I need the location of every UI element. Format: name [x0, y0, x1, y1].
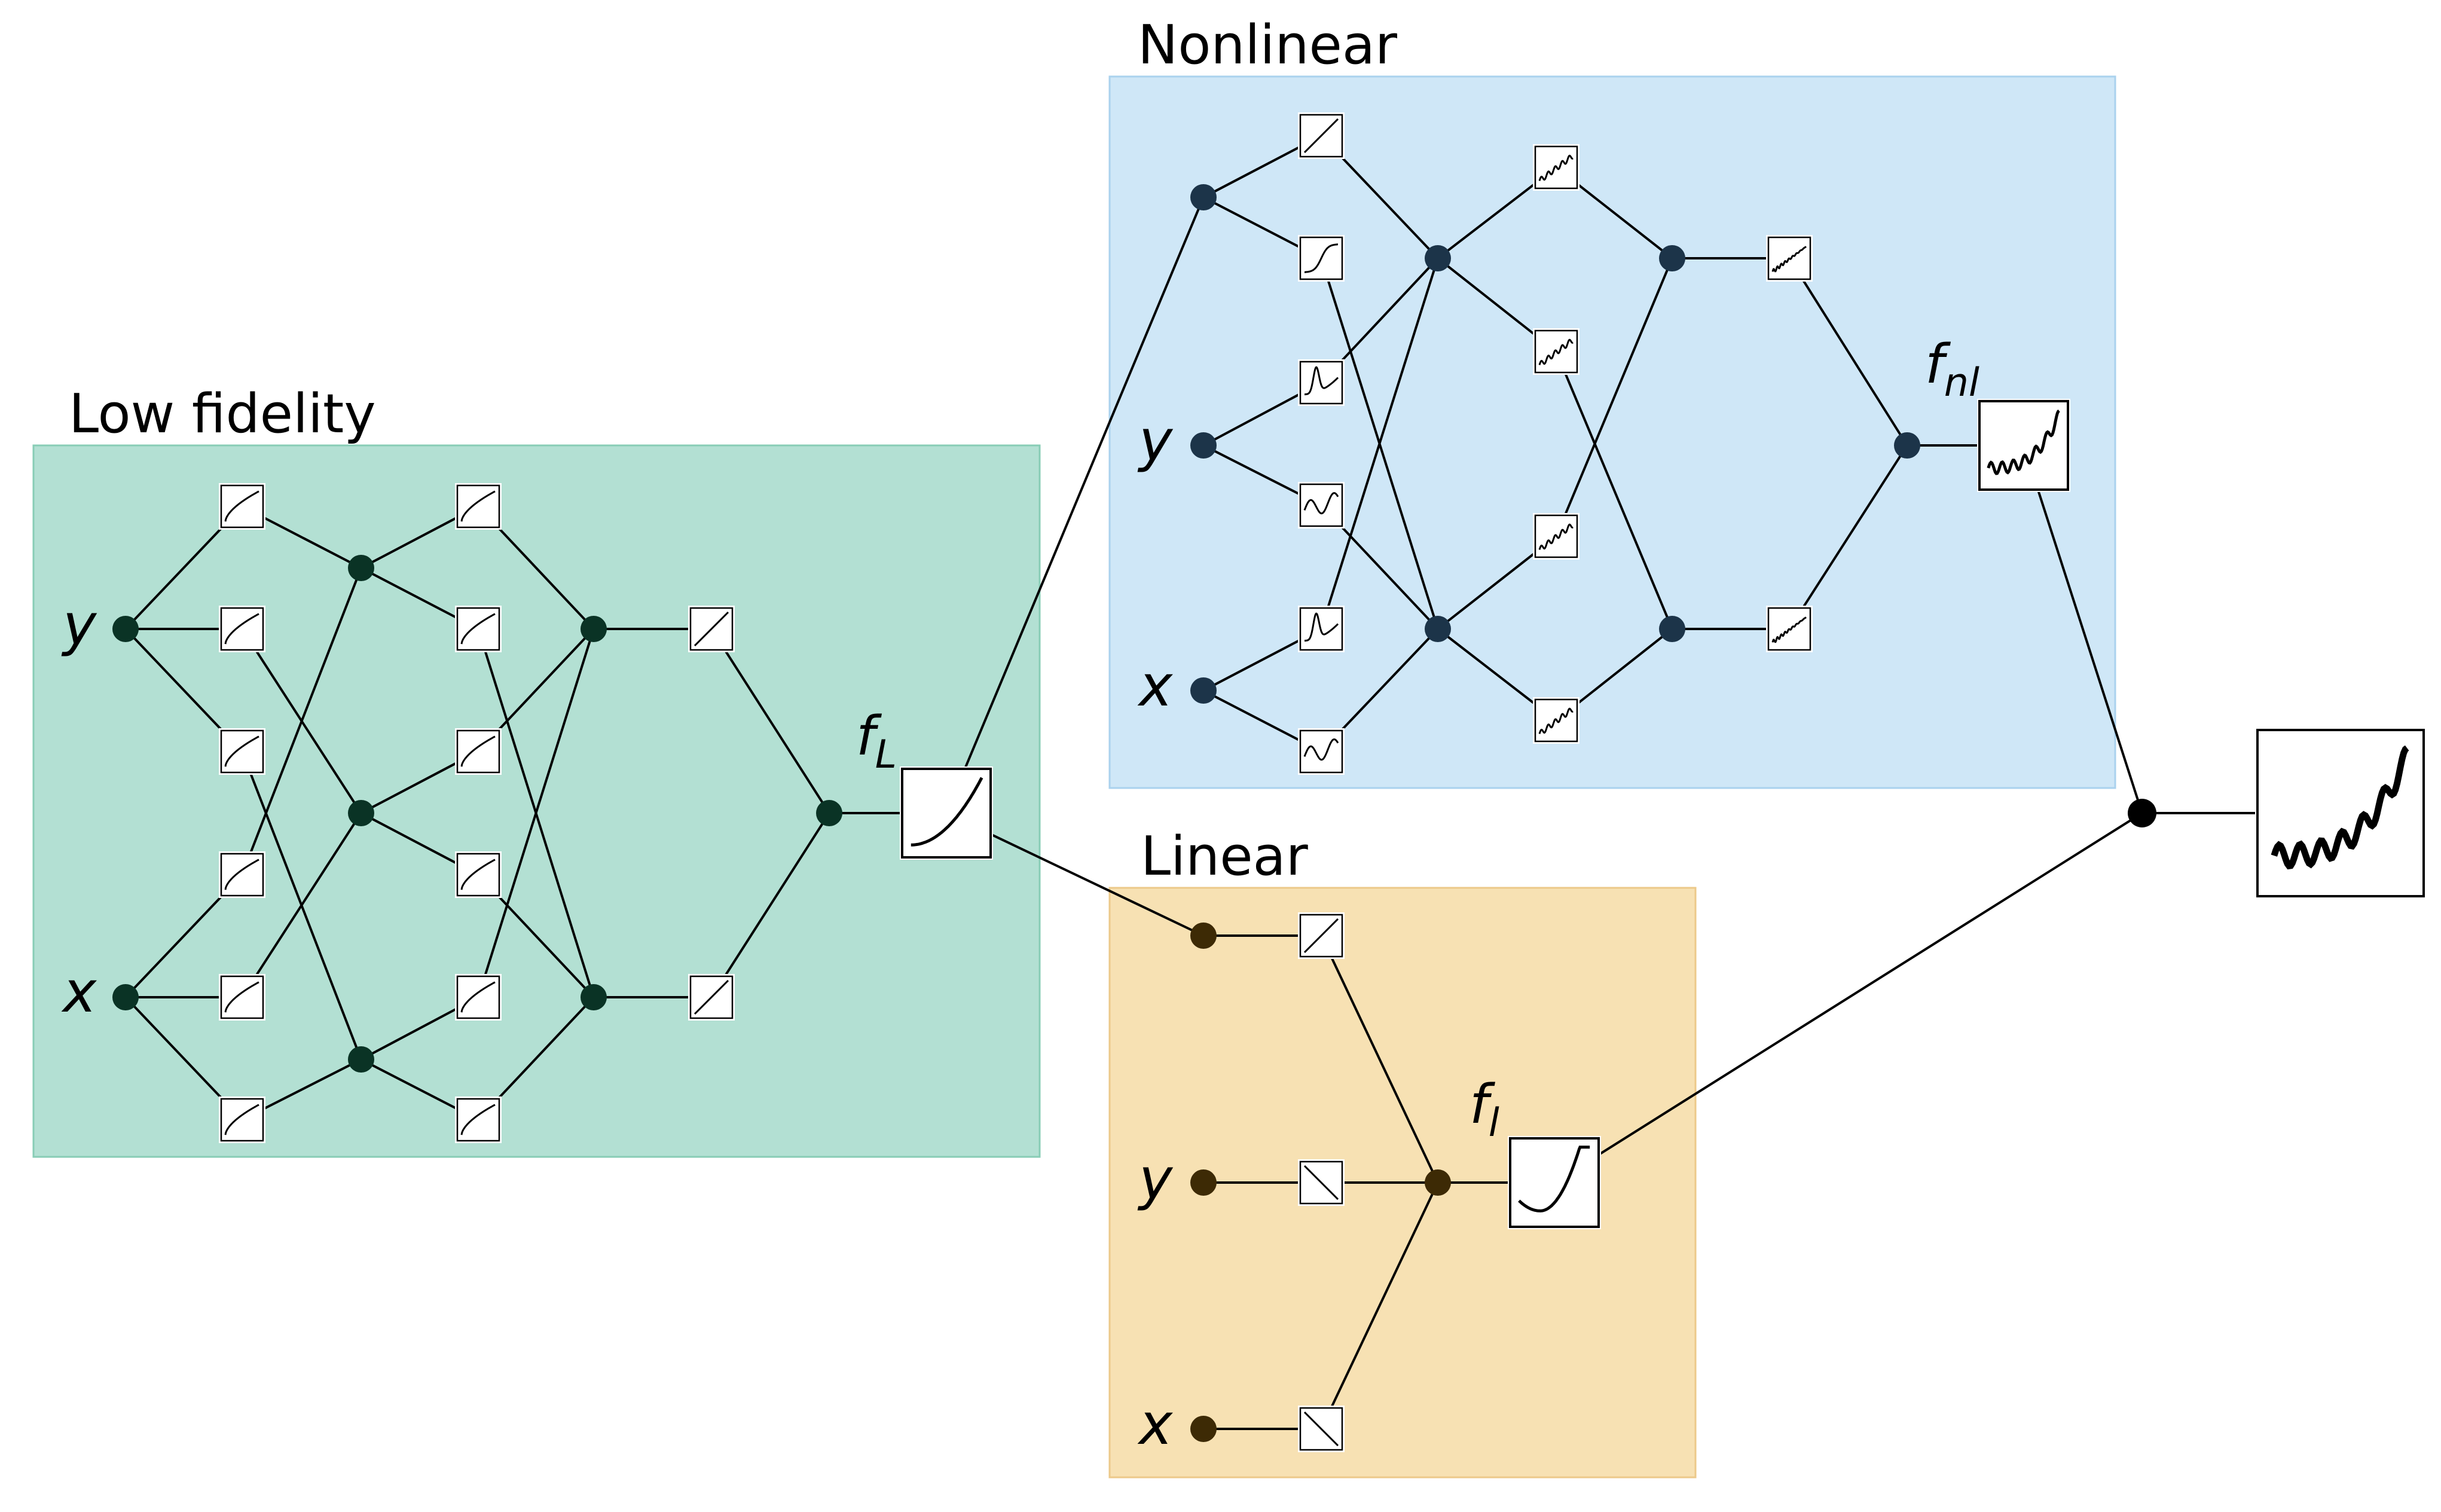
nonlinear-activation-box [1298, 606, 1345, 652]
low-fidelity-activation-box [219, 483, 265, 530]
low-fidelity-activation-box [455, 483, 502, 530]
linear-title: Linear [1141, 825, 1308, 888]
linear-activation-box [1298, 1159, 1345, 1206]
low-fidelity-activation-box [455, 851, 502, 898]
linear-output-node [1425, 1169, 1451, 1196]
nonlinear-to-output-edge [2023, 445, 2143, 814]
nonlinear-edge [1788, 444, 1908, 630]
nonlinear-activation-box [1298, 112, 1345, 159]
linear-activation-box [1298, 912, 1345, 959]
low-fidelity-activation-box [455, 974, 502, 1021]
final-sum-node [2128, 799, 2156, 827]
low-fidelity-activation-box [455, 728, 502, 775]
low-fidelity-activation-box [219, 728, 265, 775]
nonlinear-hidden-node [1659, 245, 1685, 271]
nonlinear-activation-box [1533, 513, 1580, 560]
low-fidelity-title: Low fidelity [69, 383, 376, 445]
low-fidelity-hidden-node [581, 984, 607, 1010]
nonlinear-edge [1555, 258, 1673, 537]
low-fidelity-hidden-node [348, 800, 374, 826]
linear-edge [1320, 1182, 1439, 1429]
low-fidelity-panel [32, 444, 1041, 1158]
low-fidelity-edge [241, 812, 362, 998]
low-fidelity-activation-box [455, 1096, 502, 1143]
f-l-activation-box [1508, 1136, 1601, 1229]
low-fidelity-output-node [816, 800, 842, 826]
low-fidelity-activation-box [455, 606, 502, 652]
linear-input-node [1190, 1169, 1217, 1196]
low-fidelity-activation-box [219, 851, 265, 898]
linear-input-x: x [1137, 1392, 1174, 1458]
nonlinear-activation-box [1298, 235, 1345, 282]
low-fidelity-input-y: y [61, 592, 97, 658]
linear-input-y: y [1137, 1147, 1174, 1212]
low-fidelity-activation-box [688, 606, 735, 652]
nonlinear-activation-box [1766, 606, 1813, 652]
linear-to-output-edge [1553, 812, 2143, 1184]
nonlinear-activation-box [1533, 328, 1580, 375]
linear-input-node [1190, 1416, 1217, 1442]
nonlinear-input-y: y [1137, 408, 1174, 474]
low-fidelity-activation-box [219, 974, 265, 1021]
nonlinear-activation-box [1533, 144, 1580, 191]
nonlinear-activation-box [1298, 482, 1345, 529]
nonlinear-hidden-node [1659, 616, 1685, 642]
nonlinear-input-node [1190, 184, 1217, 210]
nonlinear-output-node [1894, 432, 1920, 459]
nonlinear-hidden-node [1425, 616, 1451, 642]
linear-activation-box [1298, 1406, 1345, 1452]
low-fidelity-activation-box [688, 974, 735, 1021]
activation-boxes [219, 112, 2426, 1452]
nonlinear-edge [1555, 351, 1673, 630]
low-fidelity-hidden-node [348, 1046, 374, 1073]
nonlinear-activation-box [1298, 359, 1345, 406]
nonlinear-title: Nonlinear [1138, 14, 1397, 77]
nonlinear-activation-box [1766, 235, 1813, 282]
low-fidelity-activation-box [219, 606, 265, 652]
nonlinear-panel [1108, 75, 2116, 789]
linear-input-node [1190, 923, 1217, 949]
nonlinear-input-node [1190, 432, 1217, 459]
nonlinear-edge [1320, 258, 1439, 630]
low-fidelity-hidden-node [348, 555, 374, 581]
low-fidelity-edge [477, 628, 595, 998]
nonlinear-hidden-node [1425, 245, 1451, 271]
low-fidelity-input-x: x [61, 960, 97, 1025]
f-L-activation-box [900, 766, 993, 860]
low-fidelity-activation-box [219, 1096, 265, 1143]
low-fidelity-edge [241, 567, 362, 875]
f-nl-activation-box [1977, 399, 2070, 492]
nonlinear-activation-box [1533, 697, 1580, 744]
low-fidelity-edge [710, 628, 830, 814]
f-L-label: fL [856, 705, 897, 777]
low-fidelity-input-node [112, 616, 139, 642]
final-output-plot [2255, 728, 2426, 899]
nonlinear-input-x: x [1137, 653, 1174, 719]
low-fidelity-hidden-node [581, 616, 607, 642]
low-fidelity-input-node [112, 984, 139, 1010]
low-fidelity-edge [710, 812, 830, 998]
nonlinear-activation-box [1298, 728, 1345, 775]
nonlinear-edge [1788, 257, 1908, 447]
low-fidelity-to-nonlinear-edge [945, 197, 1205, 814]
linear-edge [1320, 935, 1439, 1183]
nonlinear-input-node [1190, 677, 1217, 704]
nodes [112, 184, 2156, 1442]
